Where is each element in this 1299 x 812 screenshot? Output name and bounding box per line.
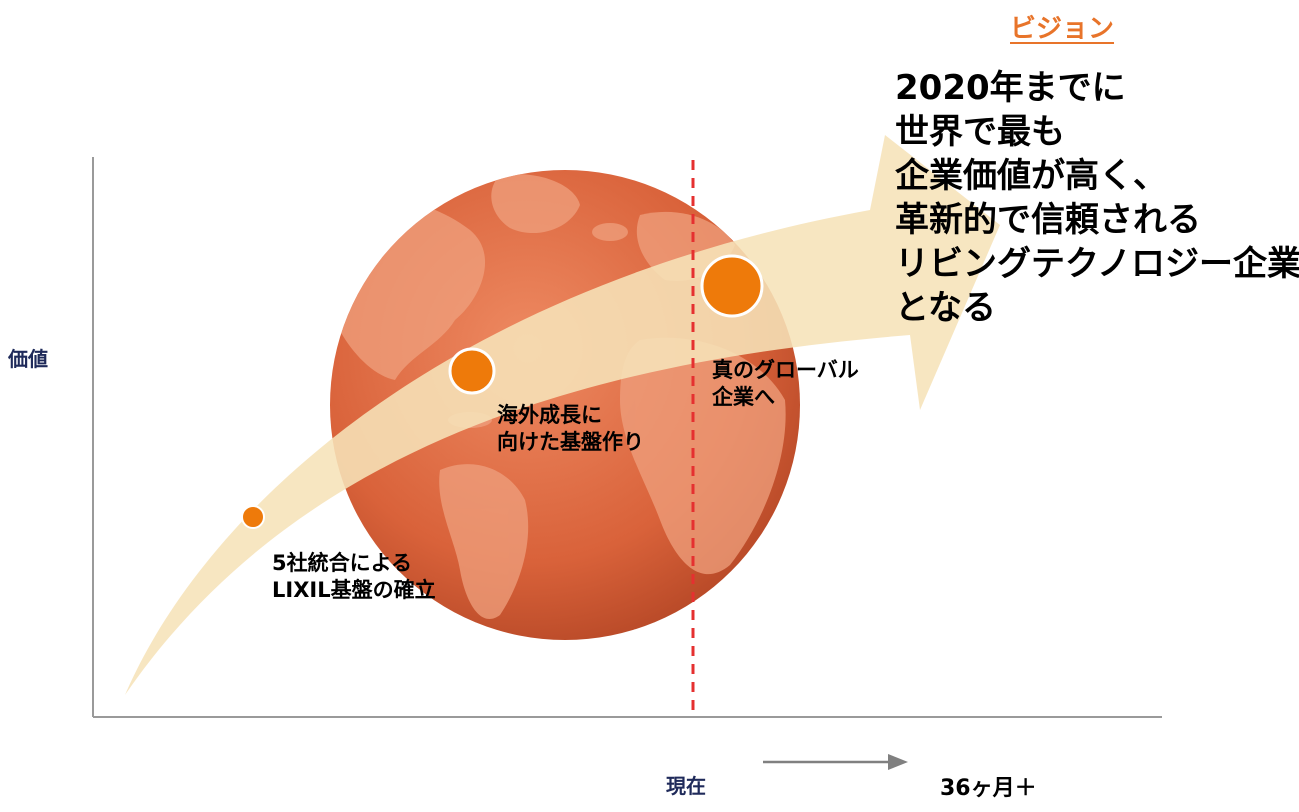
now-label: 現在 <box>666 774 706 798</box>
vision-title: ビジョン <box>1010 14 1115 44</box>
vision-line: 革新的で信頼される <box>895 200 1201 240</box>
growth-arrow <box>125 135 1000 695</box>
stage-1-label: 5社統合による LIXIL基盤の確立 <box>272 550 436 605</box>
stage-3-label: 真のグローバル 企業へ <box>712 357 859 412</box>
y-axis-label: 価値 <box>8 347 48 371</box>
stage-2-line-2: 向けた基盤作り <box>497 430 644 455</box>
time-arrow-icon <box>763 754 908 770</box>
globe-icon <box>330 170 800 640</box>
stage-2-line-1: 海外成長に <box>497 403 602 427</box>
vision-line: 2020年までに <box>895 68 1126 108</box>
vision-line: となる <box>895 288 996 328</box>
stage-3-line-2: 企業へ <box>712 385 775 410</box>
milestone-2-dot <box>448 347 496 395</box>
stage-2-label: 海外成長に 向けた基盤作り <box>497 402 644 457</box>
future-label: 36ヶ月＋ <box>940 776 1037 801</box>
stage-3-line-1: 真のグローバル <box>712 358 859 382</box>
vision-line: リビングテクノロジー企業 <box>895 244 1299 284</box>
vision-line: 世界で最も <box>895 112 1065 152</box>
vision-statement: 2020年までに 世界で最も 企業価値が高く、 革新的で信頼される リビングテク… <box>895 66 1299 330</box>
stage-1-line-1: 5社統合による <box>272 551 412 575</box>
stage-1-line-2: LIXIL基盤の確立 <box>272 578 436 603</box>
vision-line: 企業価値が高く、 <box>895 156 1167 196</box>
milestone-1-dot <box>241 505 265 529</box>
milestone-3-dot <box>700 254 764 318</box>
